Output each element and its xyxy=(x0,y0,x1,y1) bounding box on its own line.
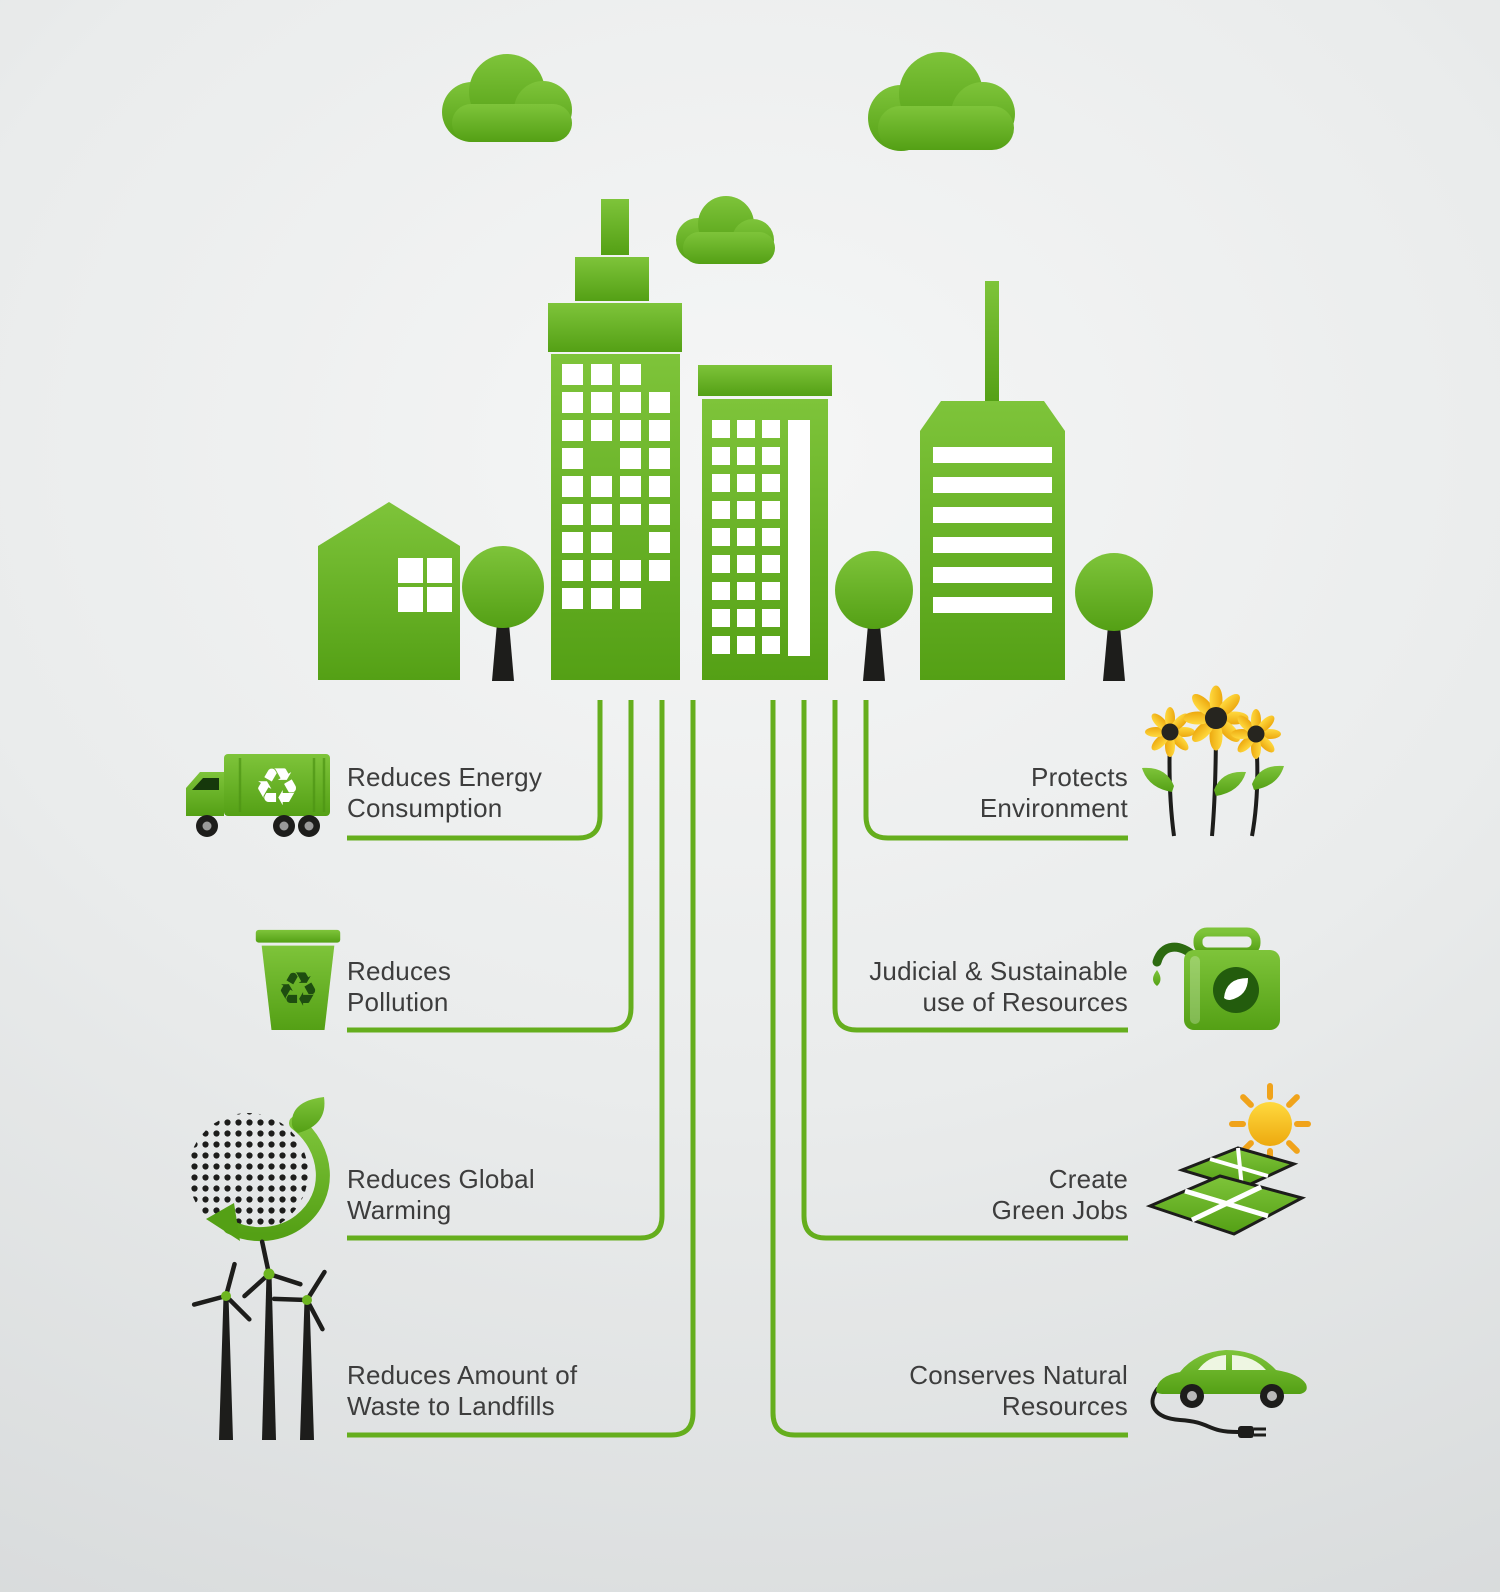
recycle-symbol: ♻ xyxy=(254,758,301,818)
benefit-label-line: Reduces xyxy=(347,956,452,986)
benefit-label: Reduces Energy Consumption xyxy=(347,762,647,824)
garbage-truck-icon: ♻ xyxy=(178,748,336,840)
benefit-label: Reduces Pollution xyxy=(347,956,647,1018)
benefit-label: Judicial & Sustainable use of Resources xyxy=(798,956,1128,1018)
benefit-label-line: Reduces Energy xyxy=(347,762,543,792)
globe-leaf-arrow-icon xyxy=(178,1095,338,1245)
cloud-icon xyxy=(442,54,572,142)
benefit-label: Reduces Amount of Waste to Landfills xyxy=(347,1360,667,1422)
benefit-label: Reduces Global Warming xyxy=(347,1164,647,1226)
benefit-label-line: Pollution xyxy=(347,987,449,1017)
benefit-label: Protects Environment xyxy=(798,762,1128,824)
benefit-label-line: Conserves Natural xyxy=(909,1360,1128,1390)
tree-icon xyxy=(1075,553,1153,681)
benefit-label-line: Resources xyxy=(1001,1391,1128,1421)
benefit-label-line: Green Jobs xyxy=(991,1195,1128,1225)
benefit-label-line: Protects xyxy=(1031,762,1128,792)
cloud-icon xyxy=(868,52,1015,151)
skyscraper-icon xyxy=(548,199,682,680)
benefit-label-line: Warming xyxy=(347,1195,452,1225)
tree-icon xyxy=(462,546,544,681)
fuel-can-icon xyxy=(1148,927,1288,1034)
benefit-label-line: Consumption xyxy=(347,793,503,823)
office-building-icon xyxy=(920,281,1065,680)
house-icon xyxy=(318,502,460,680)
recycle-symbol: ♻ xyxy=(277,963,319,1018)
cloud-icon xyxy=(676,196,775,264)
benefit-label-line: Waste to Landfills xyxy=(347,1391,555,1421)
benefit-label: Create Green Jobs xyxy=(798,1164,1128,1226)
tree-icon xyxy=(835,551,913,681)
wind-turbines-icon xyxy=(198,1252,338,1442)
solar-panels-icon xyxy=(1142,1088,1312,1246)
benefit-label-line: use of Resources xyxy=(922,987,1128,1017)
green-city-skyline xyxy=(318,52,1153,681)
recycle-bin-icon: ♻ xyxy=(252,925,344,1033)
benefit-label-line: Environment xyxy=(979,793,1128,823)
benefit-label: Conserves Natural Resources xyxy=(798,1360,1128,1422)
benefit-label-line: Reduces Global xyxy=(347,1164,535,1194)
sunflowers-icon xyxy=(1140,685,1290,840)
benefit-label-line: Create xyxy=(1048,1164,1128,1194)
benefit-label-line: Judicial & Sustainable xyxy=(869,956,1128,986)
apartment-building-icon xyxy=(698,365,832,680)
electric-car-icon xyxy=(1146,1326,1316,1442)
benefit-label-line: Reduces Amount of xyxy=(347,1360,578,1390)
